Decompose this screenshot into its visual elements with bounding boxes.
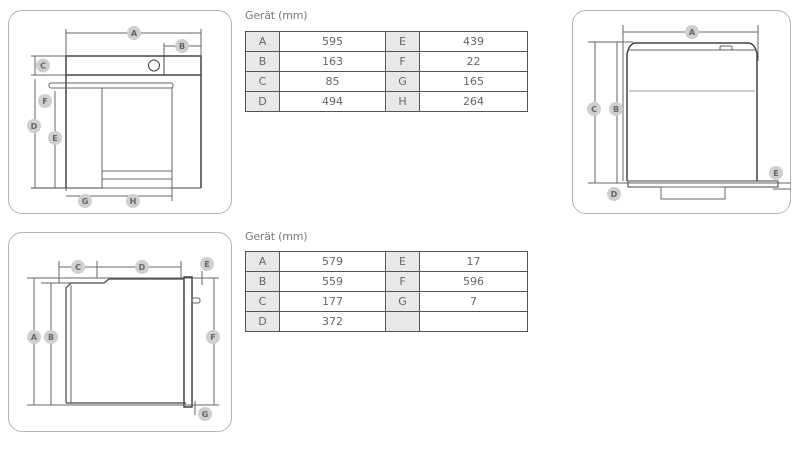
dimensions-table-2: A 579 E 17 B 559 F 596 C 177 G 7 D 372 [245, 251, 528, 332]
label-b: B [179, 42, 185, 51]
front-view-diagram: A B C D E F G H [8, 10, 232, 214]
label-g: G [82, 197, 89, 206]
label-d: D [139, 263, 146, 272]
table-value [419, 311, 528, 332]
table-value: 7 [419, 291, 528, 312]
table-key: C [245, 291, 280, 312]
label-e: E [52, 134, 57, 143]
table-value: 439 [419, 31, 528, 52]
table-row: B 559 F 596 [245, 271, 528, 292]
table-key: E [385, 31, 420, 52]
table-value: 595 [279, 31, 386, 52]
table-key: G [385, 291, 420, 312]
dimensions-table-1: A 595 E 439 B 163 F 22 C 85 G 165 D 494 … [245, 31, 528, 112]
table-value: 596 [419, 271, 528, 292]
table-value: 372 [279, 311, 386, 332]
table-key: F [385, 51, 420, 72]
label-c: C [75, 263, 81, 272]
label-h: H [130, 197, 137, 206]
table-key: E [385, 251, 420, 272]
table-key: F [385, 271, 420, 292]
table-key: C [245, 71, 280, 92]
side-view-right-drawing: A B C D E [587, 25, 791, 201]
label-f: F [210, 333, 215, 342]
table-key [385, 311, 420, 332]
table-key: B [245, 271, 280, 292]
table-key: A [245, 251, 280, 272]
label-a: A [689, 28, 696, 37]
label-c: C [591, 105, 597, 114]
table-value: 163 [279, 51, 386, 72]
table-key: G [385, 71, 420, 92]
front-view-drawing: A B C D E F G H [27, 26, 202, 208]
table-key: D [245, 311, 280, 332]
label-a: A [31, 333, 38, 342]
table-value: 165 [419, 71, 528, 92]
label-g: G [202, 410, 209, 419]
label-d: D [31, 122, 38, 131]
label-d: D [611, 190, 618, 199]
label-f: F [42, 97, 47, 106]
table-value: 22 [419, 51, 528, 72]
table1-title: Gerät (mm) [245, 9, 308, 22]
table-value: 494 [279, 91, 386, 112]
table2-title: Gerät (mm) [245, 230, 308, 243]
table-row: D 494 H 264 [245, 91, 528, 112]
table-value: 177 [279, 291, 386, 312]
table-row: B 163 F 22 [245, 51, 528, 72]
table-key: H [385, 91, 420, 112]
table-key: A [245, 31, 280, 52]
label-a: A [131, 29, 138, 38]
side-view-diagram: A B C D E F G [8, 232, 232, 432]
table-row: A 595 E 439 [245, 31, 528, 52]
label-b: B [48, 333, 54, 342]
table-row: C 177 G 7 [245, 291, 528, 312]
table-row: D 372 [245, 311, 528, 332]
label-b: B [613, 105, 619, 114]
table-value: 17 [419, 251, 528, 272]
label-e: E [204, 260, 209, 269]
side-view-right-diagram: A B C D E [572, 10, 791, 214]
table-key: B [245, 51, 280, 72]
table-row: A 579 E 17 [245, 251, 528, 272]
table-value: 85 [279, 71, 386, 92]
table-value: 559 [279, 271, 386, 292]
table-value: 264 [419, 91, 528, 112]
label-e: E [773, 169, 778, 178]
label-c: C [40, 62, 46, 71]
table-key: D [245, 91, 280, 112]
side-view-drawing: A B C D E F G [27, 257, 220, 421]
table-row: C 85 G 165 [245, 71, 528, 92]
table-value: 579 [279, 251, 386, 272]
